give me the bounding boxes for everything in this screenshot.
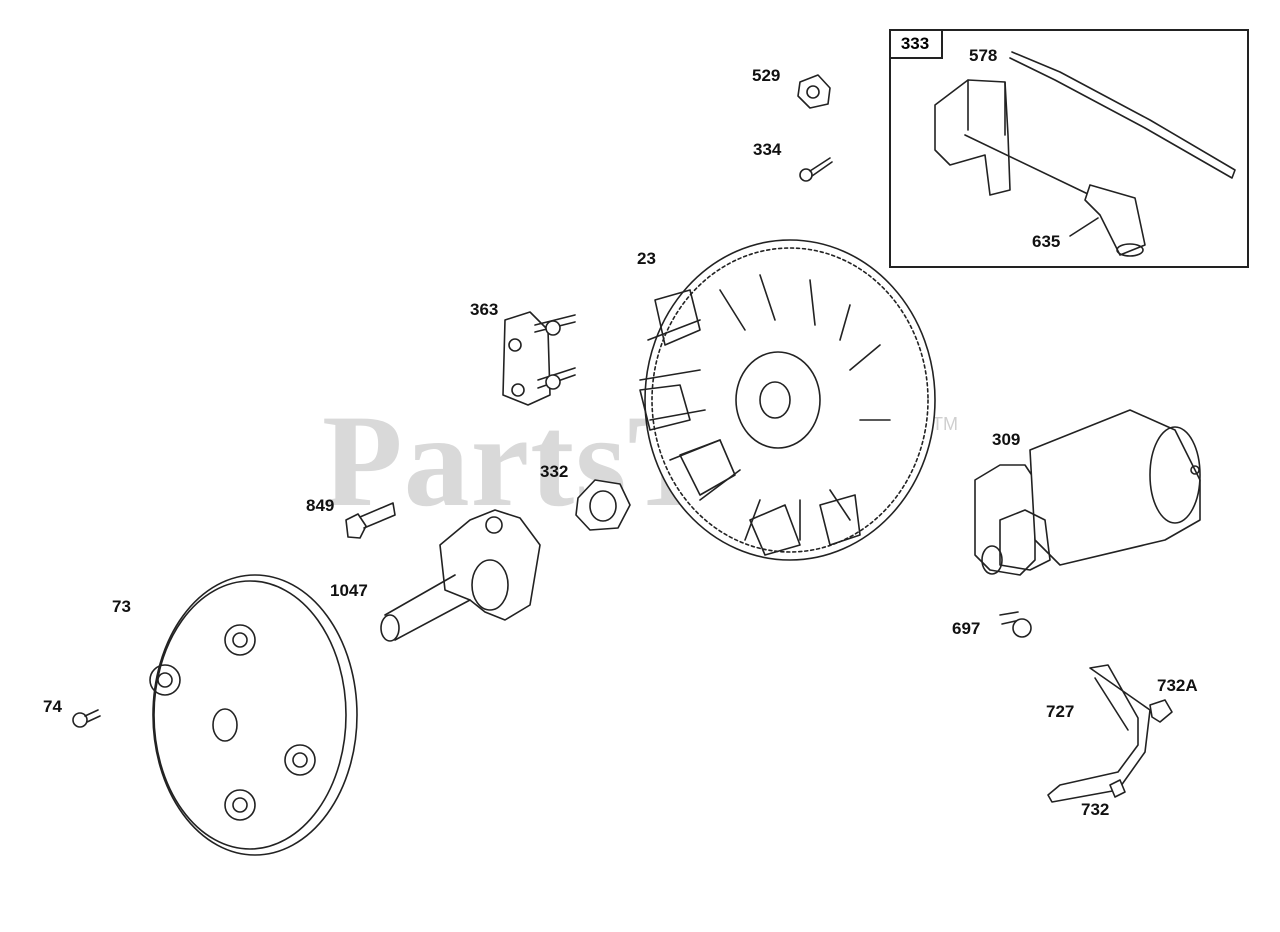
part-1047-shaft <box>380 509 541 642</box>
part-label-1047[interactable]: 1047 <box>330 581 368 600</box>
part-label-635[interactable]: 635 <box>1032 232 1061 251</box>
part-74-screw <box>72 709 101 728</box>
part-label-578[interactable]: 578 <box>969 46 998 65</box>
part-363-bracket <box>502 311 576 406</box>
part-label-334[interactable]: 334 <box>753 140 782 159</box>
part-333-armature <box>934 79 1011 196</box>
part-label-732A[interactable]: 732A <box>1157 676 1198 695</box>
part-332-nut <box>575 479 631 531</box>
part-label-23[interactable]: 23 <box>637 249 656 268</box>
part-label-309[interactable]: 309 <box>992 430 1021 449</box>
part-635-boot <box>964 134 1146 257</box>
part-73-screen <box>149 574 358 856</box>
part-label-727[interactable]: 727 <box>1046 702 1075 721</box>
part-label-697[interactable]: 697 <box>952 619 981 638</box>
part-label-849[interactable]: 849 <box>306 496 335 515</box>
part-849-bolt <box>345 502 396 539</box>
part-732A-screw <box>1149 699 1173 723</box>
inset-frame <box>889 29 1249 268</box>
part-label-363[interactable]: 363 <box>470 300 499 319</box>
part-label-529[interactable]: 529 <box>752 66 781 85</box>
part-578-wire <box>1009 51 1236 179</box>
inset-label: 333 <box>889 29 943 59</box>
part-23-flywheel <box>639 239 936 561</box>
part-529-grommet <box>797 74 831 109</box>
part-697-bolt <box>999 611 1032 638</box>
part-label-332[interactable]: 332 <box>540 462 569 481</box>
part-label-732[interactable]: 732 <box>1081 800 1110 819</box>
part-309-starter <box>974 409 1201 576</box>
part-label-74[interactable]: 74 <box>43 697 62 716</box>
part-727-bracket <box>1047 664 1151 803</box>
part-label-73[interactable]: 73 <box>112 597 131 616</box>
watermark-trademark: TM <box>932 414 958 434</box>
part-732-nut <box>1109 779 1126 798</box>
part-334-screw <box>799 157 833 182</box>
